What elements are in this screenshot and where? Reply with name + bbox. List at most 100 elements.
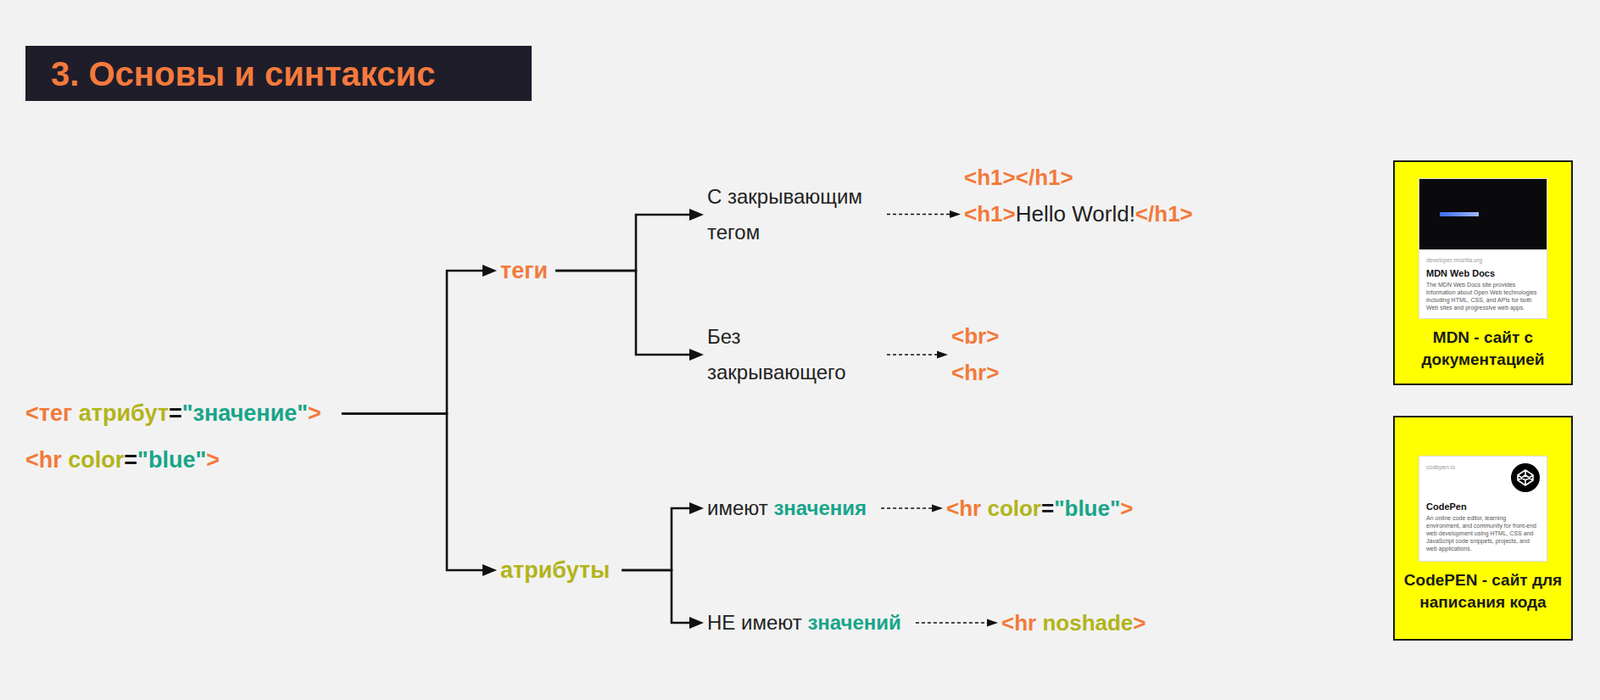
- code-token: =: [123, 446, 138, 473]
- code-token: <h1: [964, 164, 1004, 190]
- resource-box: developer.mozilla.orgMDN Web DocsThe MDN…: [1393, 160, 1573, 385]
- node-text: имеют значения: [707, 493, 867, 523]
- example-arrow: [886, 351, 948, 359]
- code-example: <hr noshade>: [1001, 607, 1147, 637]
- resource-box: codepen.ioCodePenAn online code editor, …: [1393, 415, 1573, 641]
- connector-line: [621, 507, 696, 570]
- link-card: codepen.ioCodePenAn online code editor, …: [1419, 456, 1547, 561]
- code-token: color: [986, 495, 1042, 521]
- arrowhead: [482, 264, 497, 277]
- code-token: "blue": [137, 446, 207, 473]
- arrowhead: [689, 348, 704, 361]
- text-word: [768, 496, 775, 519]
- example-arrow: [915, 618, 998, 627]
- category-label: НЕ имеют значений: [707, 607, 902, 637]
- code-token: <hr: [1001, 609, 1037, 636]
- example-arrow: [880, 504, 943, 513]
- category-label: С закрывающим тегом: [707, 178, 873, 251]
- code-token: <hr: [946, 495, 982, 521]
- code-token: [61, 446, 69, 473]
- code-token: >: [307, 400, 322, 426]
- code-token: "blue": [1053, 495, 1121, 521]
- code-token: <br: [951, 323, 987, 349]
- branch-arrow: [341, 413, 497, 577]
- code-token: [72, 400, 79, 426]
- card-domain: codepen.io: [1426, 462, 1540, 472]
- connector-line: [555, 270, 696, 355]
- codepen-logo-cube: [1517, 469, 1534, 486]
- branch-arrow: [621, 501, 704, 570]
- code-token: >: [1120, 495, 1133, 521]
- code-token: >: [1132, 609, 1146, 636]
- code-token: color: [67, 446, 124, 473]
- text-word: НЕ: [707, 610, 736, 634]
- code-example: <тег атрибут="значение"><hr color="blue"…: [25, 390, 322, 484]
- arrowhead: [689, 208, 704, 221]
- code-token: [1065, 200, 1072, 227]
- title-band: 3. Основы и синтаксис: [25, 45, 532, 101]
- codepen-logo-disc: [1510, 462, 1540, 492]
- code-token: =: [1041, 495, 1054, 521]
- code-token: [1036, 609, 1043, 636]
- code-token: >: [1180, 200, 1194, 227]
- arrowhead: [482, 563, 497, 576]
- code-line: <h1>Hello World!</h1>: [964, 195, 1194, 233]
- node-text: НЕ имеют значений: [707, 607, 902, 637]
- code-line: <hr noshade>: [1001, 607, 1147, 637]
- connector-line: [915, 621, 992, 623]
- mdn-banner: [1419, 178, 1547, 250]
- arrowhead: [689, 501, 704, 514]
- code-example: <br><hr>: [951, 317, 999, 391]
- node-text: атрибуты: [500, 555, 610, 585]
- resource-caption: CodePEN - сайт для написания кода: [1398, 568, 1568, 614]
- code-token: >: [1059, 164, 1073, 190]
- resource-caption: MDN - сайт с документацией: [1398, 326, 1568, 371]
- card-title: CodePen: [1426, 500, 1540, 513]
- code-token: >: [986, 323, 999, 349]
- code-line: <hr>: [951, 354, 999, 391]
- card-description: An online code editor, learning environm…: [1426, 513, 1540, 552]
- branch-label: теги: [500, 256, 548, 285]
- connector-line: [621, 569, 696, 623]
- arrowhead: [949, 210, 961, 218]
- code-token: =: [168, 400, 183, 426]
- branch-arrow: [621, 569, 704, 629]
- arrowhead: [689, 616, 704, 629]
- arrowhead: [936, 351, 948, 359]
- connector-line: [886, 213, 954, 215]
- connector-line: [555, 214, 696, 271]
- branch-arrow: [341, 264, 497, 414]
- code-token: >: [1003, 164, 1016, 190]
- code-token: >: [206, 446, 220, 473]
- text-word: имеют: [741, 610, 803, 634]
- title-text: 3. Основы и синтаксис: [50, 53, 435, 95]
- code-line: <hr color="blue">: [25, 436, 322, 484]
- code-example: <h1></h1><h1>Hello World!</h1>: [964, 159, 1194, 233]
- node-text: Без закрывающего: [707, 318, 873, 391]
- code-token: "значение": [182, 400, 308, 426]
- connector-line: [886, 353, 942, 355]
- card-domain: developer.mozilla.org: [1426, 256, 1540, 265]
- code-token: <hr: [951, 359, 987, 385]
- card-description: The MDN Web Docs site provides informati…: [1426, 280, 1540, 312]
- branch-arrow: [555, 208, 704, 271]
- arrowhead: [986, 618, 998, 627]
- code-line: <тег атрибут="значение">: [25, 390, 322, 437]
- connector-line: [341, 270, 489, 414]
- code-token: атрибут: [78, 400, 169, 426]
- code-token: <тег: [25, 400, 73, 426]
- node-text: С закрывающим тегом: [707, 178, 873, 251]
- code-token: <h1: [964, 200, 1004, 227]
- text-word: [735, 610, 742, 634]
- link-card: developer.mozilla.orgMDN Web DocsThe MDN…: [1419, 178, 1547, 318]
- code-token: </h1: [1015, 164, 1061, 190]
- branch-label: атрибуты: [500, 555, 610, 585]
- code-token: >: [986, 359, 999, 385]
- node-text: теги: [500, 256, 548, 285]
- code-token: <hr: [25, 446, 62, 473]
- text-word: значения: [773, 496, 867, 519]
- category-label: Без закрывающего: [707, 318, 873, 391]
- code-token: [981, 495, 987, 521]
